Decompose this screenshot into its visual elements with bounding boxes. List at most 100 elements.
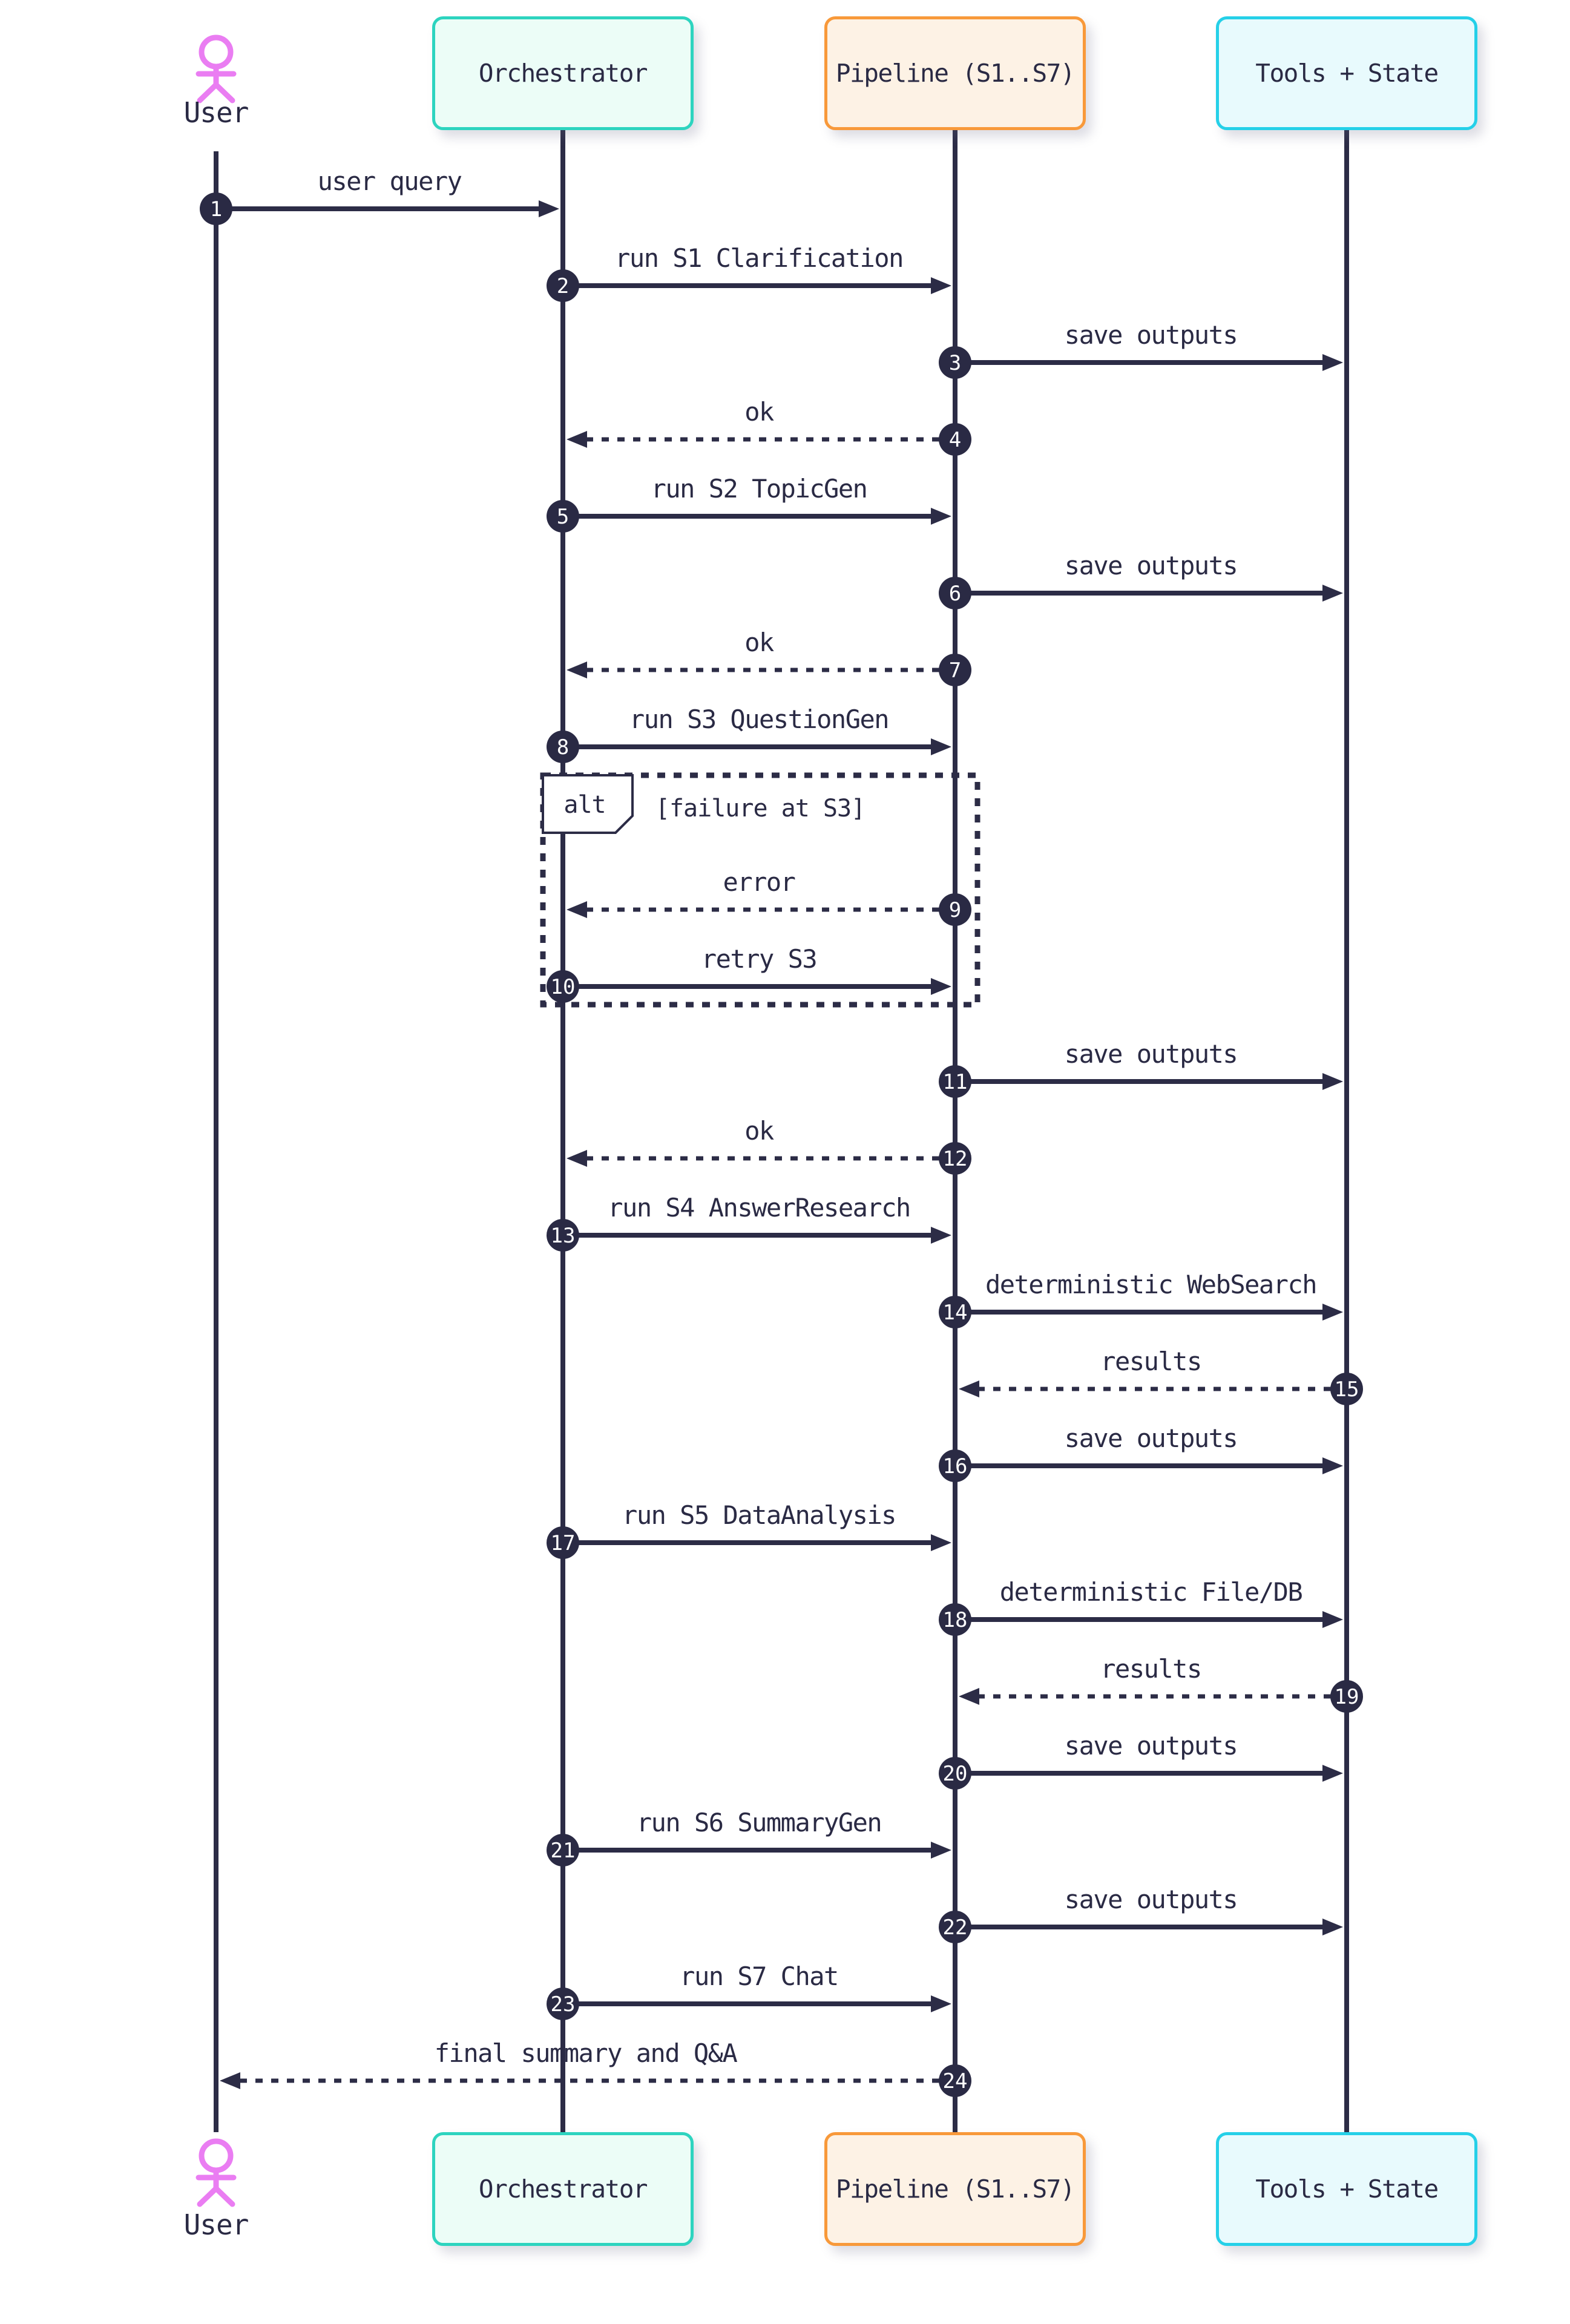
message-number-badge-14 [939,1296,971,1328]
message-number-badge-7 [939,654,971,686]
message-arrowhead-4 [567,431,587,448]
message-number-20: 20 [943,1762,968,1786]
message-label-8: run S3 QuestionGen [629,704,890,734]
message-arrowhead-13 [931,1227,951,1244]
message-label-18: deterministic File/DB [999,1577,1303,1607]
alt-fragment-frame [540,772,980,1008]
message-arrowhead-6 [1322,585,1343,602]
message-arrowhead-17 [931,1534,951,1551]
message-label-17: run S5 DataAnalysis [622,1500,896,1530]
message-arrowhead-14 [1322,1304,1343,1321]
message-number-23: 23 [551,1992,576,2017]
message-arrowhead-22 [1322,1919,1343,1935]
message-number-badge-11 [939,1065,971,1098]
message-label-13: run S4 AnswerResearch [608,1193,911,1223]
message-arrowhead-15 [959,1380,979,1397]
message-number-badge-1 [200,192,232,225]
message-number-badge-12 [939,1142,971,1175]
message-number-18: 18 [943,1608,968,1632]
message-label-19: results [1100,1654,1202,1684]
actor-label-user-bottom: User [183,2208,249,2241]
message-label-21: run S6 SummaryGen [636,1808,882,1837]
message-arrowhead-2 [931,277,951,294]
message-number-21: 21 [551,1839,576,1863]
message-arrowhead-20 [1322,1765,1343,1782]
message-number-badge-5 [547,500,579,533]
message-arrowhead-24 [220,2072,240,2089]
message-label-15: results [1100,1347,1202,1376]
message-number-badge-8 [547,730,579,763]
message-arrowhead-9 [567,901,587,918]
message-arrowhead-12 [567,1150,587,1167]
participant-label-pipeline-bottom: Pipeline (S1..S7) [835,2175,1076,2204]
participant-box-pipeline-bottom: Pipeline (S1..S7) [824,2132,1086,2246]
message-number-badge-17 [547,1526,579,1559]
message-label-9: error [723,867,796,897]
message-arrowhead-10 [931,978,951,995]
message-arrowhead-8 [931,738,951,755]
message-number-13: 13 [551,1224,576,1248]
message-number-badge-9 [939,893,971,926]
message-arrowhead-7 [567,661,587,678]
message-label-20: save outputs [1064,1731,1238,1761]
message-number-15: 15 [1335,1377,1359,1402]
message-number-1: 1 [210,197,222,222]
message-number-24: 24 [943,2069,968,2093]
message-number-badge-22 [939,1911,971,1943]
message-number-22: 22 [943,1915,968,1940]
message-number-8: 8 [557,735,569,760]
message-number-7: 7 [949,658,961,683]
message-number-badge-13 [547,1219,579,1252]
participant-label-pipeline-top: Pipeline (S1..S7) [835,59,1076,88]
message-label-12: ok [744,1116,774,1146]
message-number-16: 16 [943,1454,968,1479]
message-number-6: 6 [949,582,961,606]
message-label-11: save outputs [1064,1039,1238,1069]
message-number-badge-20 [939,1757,971,1790]
message-label-2: run S1 Clarification [615,243,904,273]
message-number-badge-2 [547,269,579,302]
participant-label-orchestrator-top: Orchestrator [478,59,648,88]
message-number-badge-21 [547,1834,579,1866]
participant-label-orchestrator-bottom: Orchestrator [478,2175,648,2204]
message-number-14: 14 [943,1301,968,1325]
message-label-14: deterministic WebSearch [985,1270,1318,1299]
message-arrowhead-19 [959,1688,979,1705]
message-number-5: 5 [557,505,569,529]
message-label-1: user query [317,166,462,196]
participant-box-orchestrator-top: Orchestrator [432,16,694,130]
message-arrowhead-3 [1322,354,1343,371]
alt-label: alt [563,791,606,819]
alt-label-tag [542,774,634,834]
message-label-16: save outputs [1064,1423,1238,1453]
message-number-17: 17 [551,1531,576,1555]
message-label-7: ok [744,628,774,657]
message-number-4: 4 [949,428,961,452]
message-label-22: save outputs [1064,1885,1238,1914]
user-actor-icon-top [195,34,237,103]
message-number-badge-24 [939,2064,971,2097]
message-arrowhead-21 [931,1842,951,1859]
participant-label-tools-top: Tools + State [1255,59,1439,88]
message-number-badge-15 [1330,1373,1363,1405]
message-number-11: 11 [943,1070,968,1094]
message-arrowhead-16 [1322,1457,1343,1474]
message-number-badge-23 [547,1988,579,2020]
message-number-badge-19 [1330,1680,1363,1713]
message-number-2: 2 [557,274,569,298]
message-number-badge-3 [939,346,971,379]
message-label-3: save outputs [1064,320,1238,350]
message-label-4: ok [744,397,774,427]
message-number-badge-10 [547,970,579,1003]
message-label-23: run S7 Chat [680,1961,839,1991]
message-number-badge-18 [939,1603,971,1636]
message-number-10: 10 [551,975,576,999]
message-arrowhead-5 [931,508,951,525]
message-number-9: 9 [949,898,961,922]
participant-box-tools-bottom: Tools + State [1216,2132,1477,2246]
user-actor-icon-bottom [195,2138,237,2207]
message-label-5: run S2 TopicGen [651,474,868,504]
message-arrowhead-18 [1322,1611,1343,1628]
